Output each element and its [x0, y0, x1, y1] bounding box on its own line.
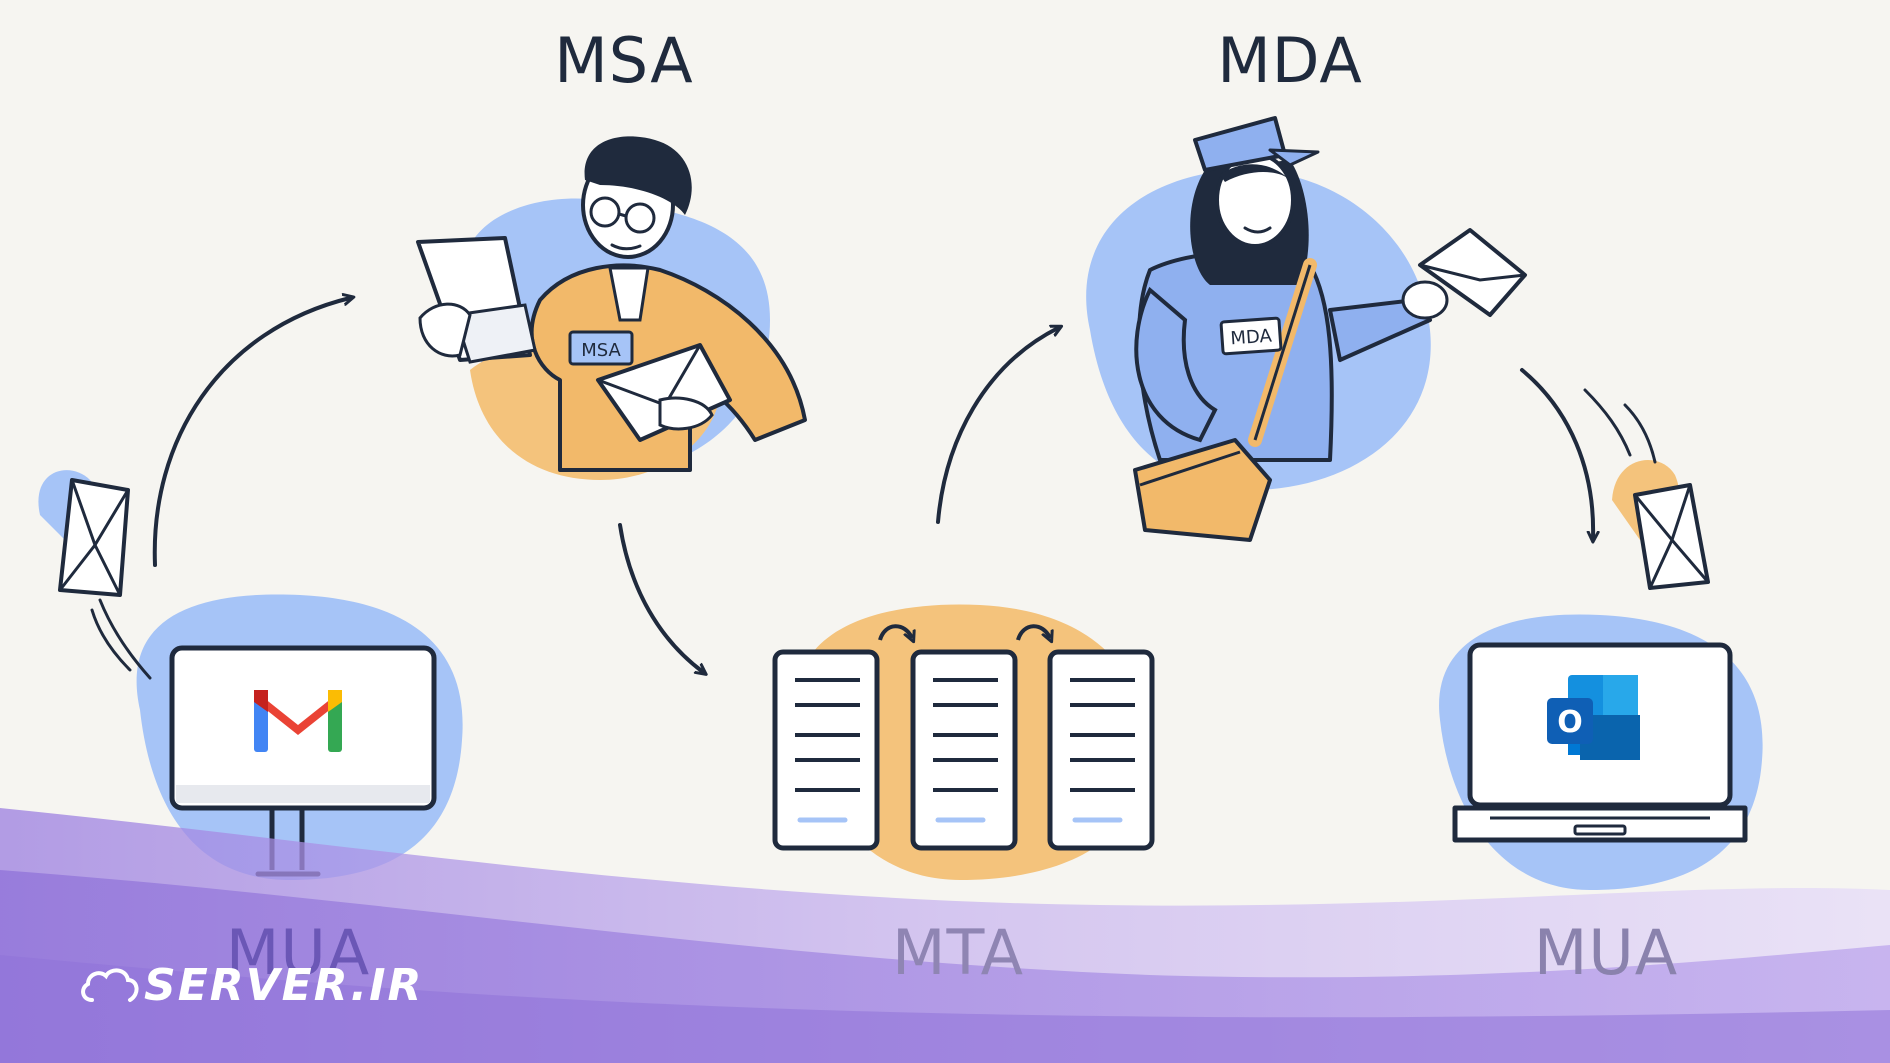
mta-node [772, 604, 1155, 880]
mda-label: MDA [1217, 24, 1363, 97]
arrow-mua-to-msa [152, 298, 350, 567]
msa-node: MSA [416, 136, 807, 480]
arrow-mda-to-mua [1520, 368, 1593, 538]
server-link-arrow-2 [1016, 624, 1050, 640]
outlook-icon: O [1547, 675, 1640, 760]
mua-left-label: MUA [225, 916, 371, 989]
mua-right-node: O [1439, 614, 1763, 890]
envelope-left [38, 470, 152, 680]
server-2 [910, 649, 1018, 851]
bottom-wave [0, 808, 1890, 1063]
mda-node: MDA [1086, 116, 1527, 542]
server-link-arrow-1 [878, 624, 912, 640]
arrow-msa-to-mta [618, 523, 703, 672]
watermark: SERVER.IR [78, 964, 423, 1008]
msa-badge: MSA [581, 340, 621, 361]
envelope-right [1583, 388, 1710, 590]
outlook-letter: O [1557, 705, 1583, 740]
watermark-text: SERVER.IR [144, 960, 424, 1011]
mua-right-label: MUA [1533, 916, 1679, 989]
mua-left-node [136, 594, 463, 880]
cloud-icon [81, 968, 139, 1002]
msa-label: MSA [554, 24, 694, 97]
mta-label: MTA [892, 916, 1024, 989]
server-1 [772, 649, 880, 851]
server-3 [1047, 649, 1155, 851]
arrow-mta-to-mda [936, 328, 1058, 524]
mda-badge: MDA [1230, 326, 1273, 350]
gmail-icon [254, 690, 342, 752]
